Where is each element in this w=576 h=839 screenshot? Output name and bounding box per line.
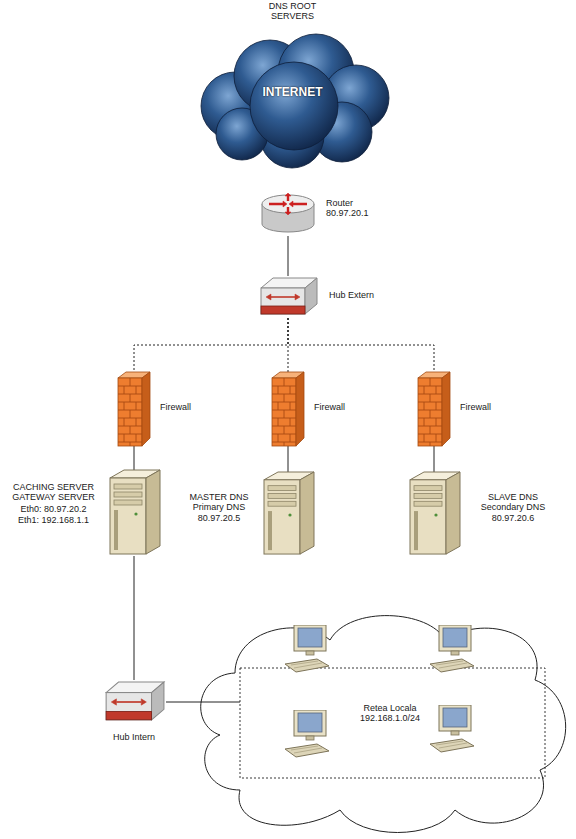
router-icon: [260, 192, 316, 236]
node-label: MASTER DNS Primary DNS 80.97.20.5: [182, 492, 256, 523]
node-label: Hub Extern: [329, 290, 374, 300]
node-label: Firewall: [160, 402, 191, 412]
firewall-icon: [418, 372, 450, 446]
network-link: [166, 702, 190, 703]
router-node: Router 80.97.20.1: [260, 192, 316, 236]
firewall-node: Firewall: [418, 372, 450, 446]
server-icon: [260, 472, 316, 556]
server-icon: [106, 470, 162, 556]
network-link: [288, 236, 289, 276]
node-label: Firewall: [460, 402, 491, 412]
node-label: Hub Intern: [102, 732, 166, 742]
cloud-node: DNS ROOT SERVERSINTERNET: [190, 28, 395, 168]
node-label: Eth1: 192.168.1.1: [6, 515, 101, 525]
firewall-icon: [118, 372, 150, 446]
firewall-node: Firewall: [118, 372, 150, 446]
hub-node: Hub Intern: [102, 680, 166, 724]
node-label: Firewall: [314, 402, 345, 412]
lan-cloud-node: Retea Locala 192.168.1.0/24: [190, 605, 572, 837]
network-link: [134, 446, 135, 470]
hub-icon: [257, 276, 319, 318]
node-label: Eth0: 80.97.20.2: [6, 504, 101, 514]
network-link: [288, 318, 434, 372]
hub-node: Hub Extern: [257, 276, 319, 318]
network-link: [134, 318, 288, 372]
network-link: [288, 446, 289, 472]
node-label: SLAVE DNS Secondary DNS 80.97.20.6: [468, 492, 558, 523]
server-icon: [406, 472, 462, 556]
node-label: INTERNET: [190, 86, 395, 100]
server-node: CACHING SERVER GATEWAY SERVEREth0: 80.97…: [106, 470, 162, 556]
hub-icon: [102, 680, 166, 724]
node-label: CACHING SERVER GATEWAY SERVER: [6, 482, 101, 503]
node-label: Retea Locala 192.168.1.0/24: [345, 703, 435, 724]
node-label: Router 80.97.20.1: [326, 198, 376, 219]
server-node: SLAVE DNS Secondary DNS 80.97.20.6: [406, 472, 462, 556]
node-label: DNS ROOT SERVERS: [255, 1, 330, 22]
firewall-icon: [272, 372, 304, 446]
network-link: [434, 446, 435, 472]
firewall-node: Firewall: [272, 372, 304, 446]
server-node: MASTER DNS Primary DNS 80.97.20.5: [260, 472, 316, 556]
network-link: [134, 556, 135, 680]
